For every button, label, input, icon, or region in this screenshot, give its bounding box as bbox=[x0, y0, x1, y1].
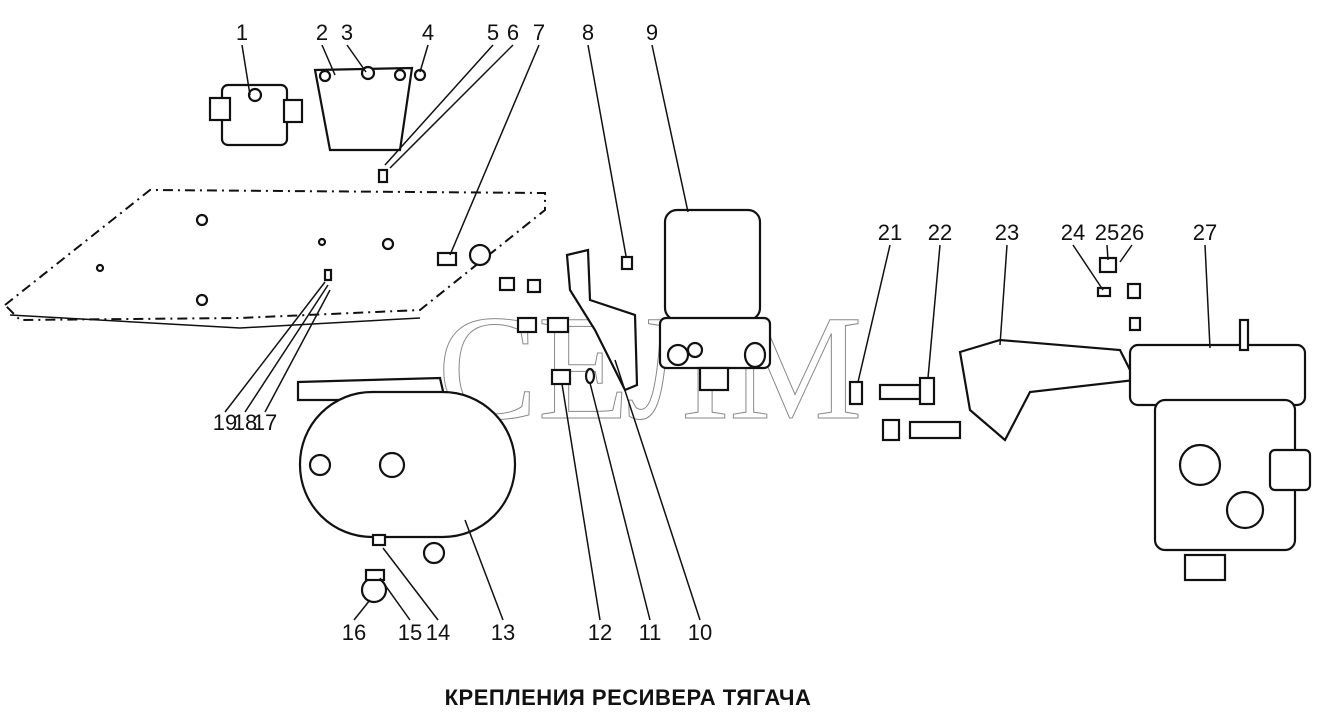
part-24-26-fittings bbox=[1096, 256, 1142, 332]
callout-18: 18 bbox=[233, 410, 257, 435]
callout-11: 11 bbox=[639, 620, 662, 645]
callout-24: 24 bbox=[1061, 220, 1085, 245]
part-23-bracket bbox=[958, 338, 1137, 442]
frame-edge bbox=[9, 314, 421, 329]
part-27-valve-assembly bbox=[1128, 318, 1312, 582]
callout-9: 9 bbox=[646, 20, 658, 45]
callout-27: 27 bbox=[1193, 220, 1217, 245]
part-21-22-bolts bbox=[848, 376, 962, 442]
callout-12: 12 bbox=[588, 620, 612, 645]
callout-17: 17 bbox=[253, 410, 277, 435]
diagram-title: КРЕПЛЕНИЯ РЕСИВЕРА ТЯГАЧА bbox=[445, 685, 812, 710]
frame-holes bbox=[95, 213, 492, 307]
part-9-air-dryer bbox=[658, 208, 772, 392]
callout-1: 1 bbox=[236, 20, 248, 45]
callout-25: 25 bbox=[1095, 220, 1119, 245]
part-1-valve bbox=[208, 83, 304, 147]
callout-13: 13 bbox=[491, 620, 515, 645]
part-13-receiver bbox=[296, 376, 517, 604]
part-10-bracket bbox=[565, 248, 639, 392]
callout-3: 3 bbox=[341, 20, 353, 45]
callout-14: 14 bbox=[426, 620, 450, 645]
callout-16: 16 bbox=[342, 620, 366, 645]
callout-10: 10 bbox=[688, 620, 712, 645]
bolts bbox=[323, 251, 634, 386]
leader-lines bbox=[224, 44, 1211, 621]
callout-2: 2 bbox=[316, 20, 328, 45]
callout-19: 19 bbox=[213, 410, 237, 435]
watermark: СЕЛМ bbox=[438, 285, 863, 451]
callout-5: 5 bbox=[487, 20, 499, 45]
part-2-plate bbox=[313, 65, 427, 152]
callout-4: 4 bbox=[422, 20, 434, 45]
callout-21: 21 bbox=[878, 220, 902, 245]
callout-15: 15 bbox=[398, 620, 422, 645]
callout-23: 23 bbox=[995, 220, 1019, 245]
callout-7: 7 bbox=[533, 20, 545, 45]
callout-6: 6 bbox=[507, 20, 519, 45]
callout-8: 8 bbox=[582, 20, 594, 45]
callout-22: 22 bbox=[928, 220, 952, 245]
bolt-5-6 bbox=[377, 168, 389, 184]
callout-26: 26 bbox=[1120, 220, 1144, 245]
